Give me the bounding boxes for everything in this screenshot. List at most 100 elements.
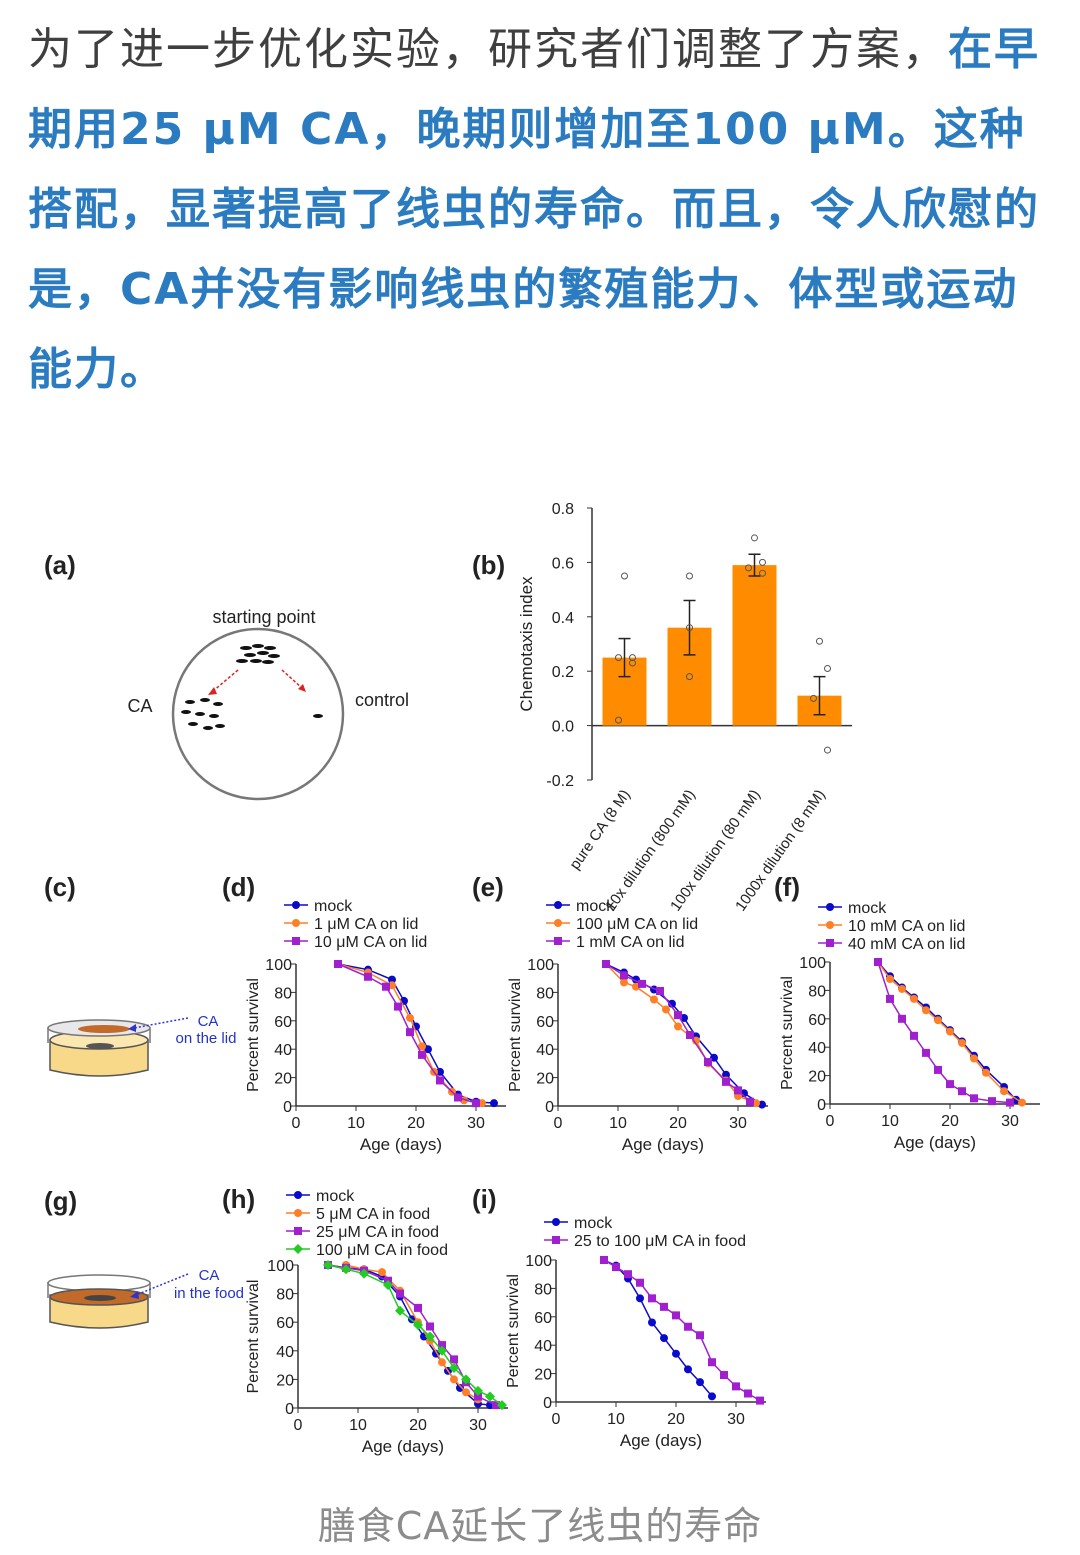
data-point	[982, 1068, 990, 1077]
legend-label: 5 μM CA in food	[316, 1206, 430, 1223]
x-tick-label: 30	[727, 1411, 745, 1428]
data-point	[406, 1028, 414, 1037]
data-point	[758, 1100, 766, 1109]
data-point	[437, 1345, 447, 1356]
y-tick-label: 0	[543, 1395, 552, 1412]
legend-label: 25 μM CA in food	[316, 1224, 439, 1241]
data-point	[1018, 1098, 1026, 1107]
x-tick-label: 0	[826, 1113, 835, 1130]
data-point	[745, 564, 752, 572]
x-tick-label: 30	[729, 1115, 747, 1132]
data-point	[294, 1227, 302, 1235]
legend-label: 25 to 100 μM CA in food	[574, 1233, 746, 1250]
data-point	[668, 999, 676, 1008]
ca-side-label: CA	[127, 696, 152, 716]
data-point	[438, 1341, 446, 1350]
data-point	[934, 1016, 942, 1025]
data-point	[449, 1362, 459, 1373]
data-point	[492, 1401, 500, 1410]
data-point	[910, 994, 918, 1003]
y-tick-label: 0	[285, 1401, 294, 1418]
data-point	[414, 1303, 422, 1312]
y-tick-label: 80	[534, 1281, 552, 1298]
ca-food-line2: in the food	[174, 1285, 244, 1302]
panel-label-b: (b)	[472, 550, 505, 580]
data-point	[648, 1294, 656, 1303]
data-point	[554, 919, 562, 927]
data-point	[922, 1048, 930, 1057]
series-line	[327, 1264, 503, 1406]
panel-g-dish-food: CA in the food	[47, 1267, 244, 1329]
data-point	[615, 716, 622, 724]
data-point	[396, 1289, 404, 1298]
data-point	[672, 1349, 680, 1358]
data-point	[418, 1050, 426, 1059]
article-plain-text: 为了进一步优化实验，研究者们调整了方案，	[28, 24, 948, 75]
legend-label: mock	[848, 900, 887, 917]
y-tick-label: 20	[536, 1071, 554, 1088]
data-point	[341, 1264, 351, 1275]
data-point	[722, 1070, 730, 1079]
data-point	[746, 1097, 754, 1106]
y-tick-label: 60	[536, 1014, 554, 1031]
data-point	[686, 624, 693, 632]
data-point	[624, 1270, 632, 1279]
data-point	[720, 1371, 728, 1380]
data-point	[874, 958, 882, 966]
data-point	[686, 1031, 694, 1039]
bar	[732, 565, 777, 726]
x-tick-label: 30	[467, 1115, 485, 1132]
data-point	[722, 1077, 730, 1086]
y-axis-label: Percent survival	[505, 1274, 522, 1388]
data-point	[294, 1209, 302, 1217]
data-point	[922, 1006, 930, 1015]
series-line	[345, 1264, 479, 1401]
data-point	[394, 1002, 402, 1011]
data-point	[293, 1244, 303, 1254]
y-tick-label: 0.4	[552, 610, 574, 627]
data-point	[382, 982, 390, 991]
x-tick-label: 10	[347, 1115, 365, 1132]
figure: (a) (b) (c) (d) (e) (f) (g) (h) (i) star…	[44, 501, 1040, 1456]
y-tick-label: 40	[808, 1040, 826, 1057]
y-tick-label: 40	[274, 1042, 292, 1059]
y-tick-label: 100	[525, 1253, 552, 1270]
data-point	[472, 1099, 480, 1108]
data-point	[696, 1378, 704, 1387]
x-axis-label: Age (days)	[360, 1135, 442, 1154]
y-tick-label: 0.2	[552, 664, 574, 681]
data-point	[425, 1331, 435, 1342]
x-tick-label: 20	[667, 1411, 685, 1428]
data-point	[438, 1358, 446, 1367]
x-axis-label: Age (days)	[620, 1431, 702, 1450]
data-point	[621, 572, 628, 580]
data-point	[648, 1318, 656, 1327]
data-point	[292, 919, 300, 927]
data-point	[292, 937, 300, 945]
data-point	[704, 1057, 712, 1066]
y-tick-label: 100	[265, 957, 292, 974]
data-point	[826, 921, 834, 929]
data-point	[620, 971, 628, 980]
data-point	[292, 901, 300, 909]
x-tick-label: 20	[409, 1417, 427, 1434]
data-point	[638, 979, 646, 988]
data-point	[364, 972, 372, 981]
legend-label: mock	[574, 1215, 613, 1232]
data-point	[418, 1042, 426, 1051]
data-point	[816, 637, 823, 645]
data-point	[602, 960, 610, 968]
data-point	[388, 975, 396, 984]
y-tick-label: -0.2	[546, 773, 574, 790]
x-tick-label: 20	[941, 1113, 959, 1130]
data-point	[485, 1391, 495, 1402]
data-point	[636, 1278, 644, 1287]
x-tick-label: 30	[469, 1417, 487, 1434]
data-point	[450, 1355, 458, 1364]
data-point	[826, 903, 834, 911]
data-point	[629, 654, 636, 662]
x-tick-label: 10	[607, 1411, 625, 1428]
y-tick-label: 40	[534, 1338, 552, 1355]
data-point	[395, 1305, 405, 1316]
y-tick-label: 20	[534, 1367, 552, 1384]
